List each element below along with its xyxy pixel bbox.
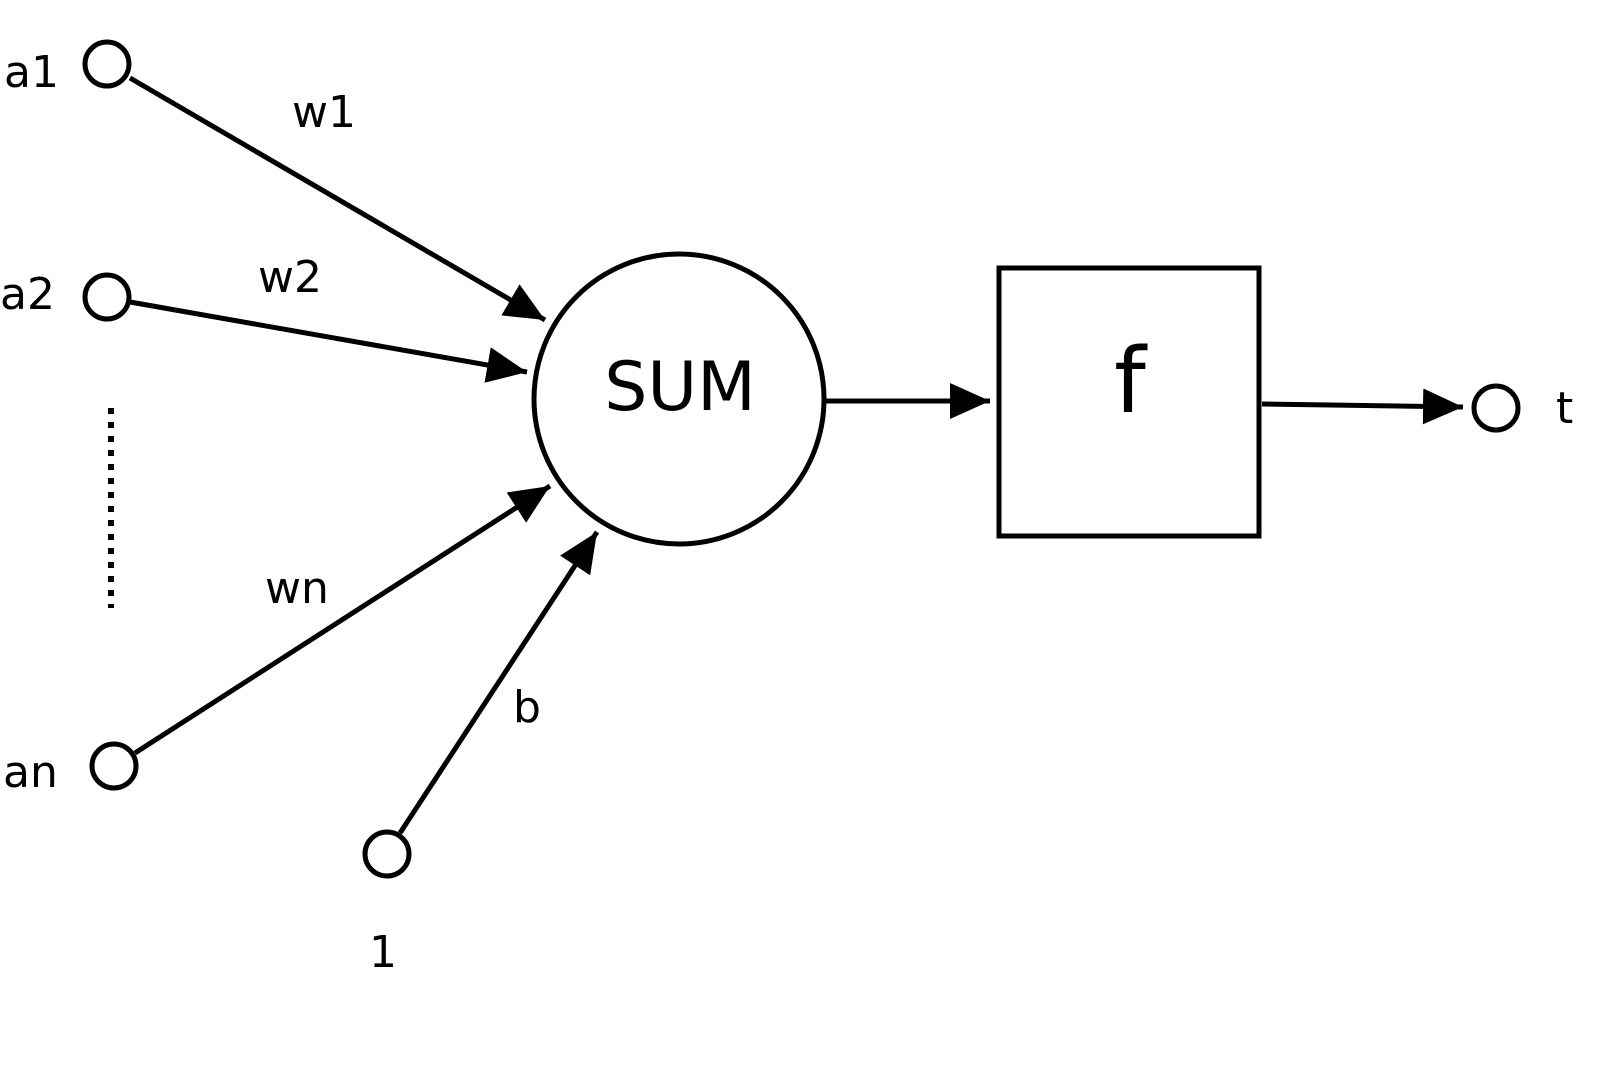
edge-a1-to-sum (128, 75, 547, 323)
input-node-bias (362, 829, 412, 879)
label-an: an (3, 747, 58, 798)
input-node-an (89, 741, 139, 791)
label-bias-input: 1 (369, 927, 397, 978)
label-output: t (1556, 383, 1573, 434)
edge-f-to-output (1261, 388, 1464, 425)
label-a2: a2 (0, 269, 55, 320)
label-w1: w1 (292, 87, 356, 138)
edge-bias-to-sum (397, 530, 600, 835)
sum-node (531, 251, 827, 547)
edge-an-to-sum (133, 483, 552, 756)
label-a1: a1 (4, 47, 59, 98)
label-w2: w2 (258, 252, 322, 303)
function-block (996, 265, 1262, 539)
input-node-a2 (82, 272, 132, 322)
edge-a2-to-sum (129, 299, 528, 383)
input-node-a1 (82, 39, 132, 89)
output-node (1471, 383, 1521, 433)
label-sum: SUM (604, 348, 756, 427)
label-wn: wn (265, 563, 329, 614)
label-f: f (1114, 329, 1148, 434)
label-b: b (513, 682, 541, 733)
